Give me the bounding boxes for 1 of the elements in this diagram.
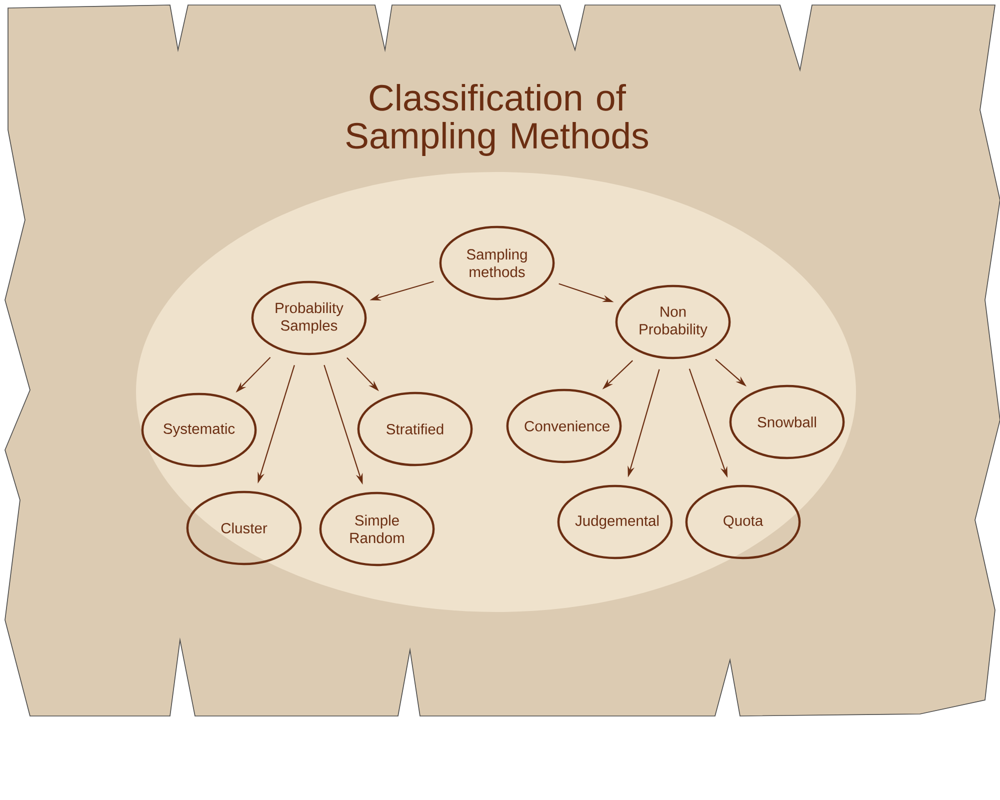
- title: Classification of Sampling Methods: [346, 84, 648, 156]
